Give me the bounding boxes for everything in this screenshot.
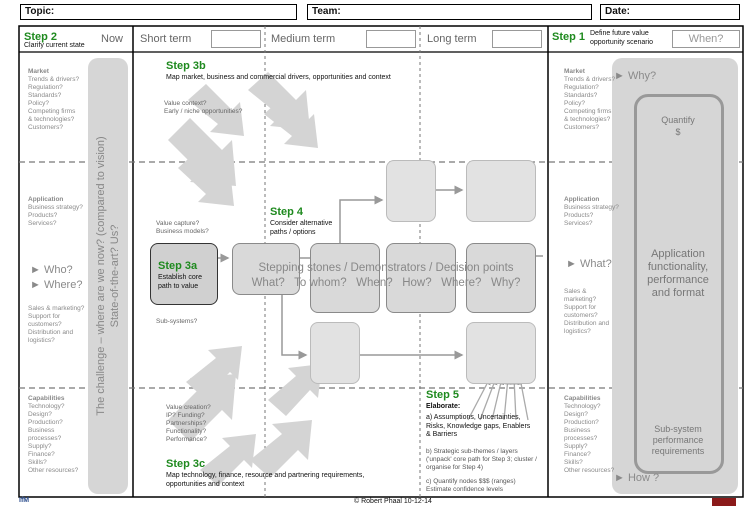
node-medium-2[interactable] [310, 243, 380, 313]
right-how: ► How ? [614, 472, 660, 484]
right-market-body: Trends & drivers? Regulation? Standards?… [564, 76, 616, 131]
step2-title: Step 2 [24, 31, 58, 43]
node-bottom-1[interactable] [310, 322, 360, 384]
step3c-title: Step 3c [166, 458, 206, 470]
short-term-box[interactable] [211, 30, 261, 48]
date-label: Date: [605, 6, 631, 17]
value-capture: Value capture? Business models? [156, 220, 209, 235]
node-bottom-2[interactable] [466, 322, 536, 384]
left-application-title: Application [28, 196, 64, 203]
right-why: ► Why? [614, 70, 657, 82]
step3b-desc: Map market, business and commercial driv… [166, 74, 391, 81]
col-medium-term: Medium term [271, 33, 336, 45]
application-functionality-text: Application functionality, performance a… [647, 248, 709, 299]
right-inner-frame [634, 94, 724, 474]
stepping-stones-text: Stepping stones / Demonstrators / Decisi… [258, 262, 514, 274]
step5-desc: Elaborate: [426, 403, 461, 410]
core-path-node[interactable] [150, 243, 218, 305]
value-context: Value context? Early / niche opportuniti… [164, 100, 243, 115]
step2-desc: Clarify current state [24, 42, 85, 49]
footer-author: © Robert Phaal 10-12-14 [354, 498, 432, 505]
step1-title: Step 1 [552, 31, 586, 43]
step5-c: c) Quantify nodes $$$ (ranges) Estimate … [426, 478, 516, 493]
left-where: ► Where? [30, 279, 83, 291]
long-term-box[interactable] [492, 30, 542, 48]
step5-title: Step 5 [426, 389, 460, 401]
left-market-body: Trends & drivers? Regulation? Standards?… [28, 76, 80, 131]
challenge-text: The challenge – where are we now? (compa… [95, 136, 121, 416]
node-long-1[interactable] [386, 243, 456, 313]
left-who: ► Who? [30, 264, 73, 276]
right-capabilities-title: Capabilities [564, 395, 601, 402]
step4-title: Step 4 [270, 206, 304, 218]
step2-label: Step 2 [24, 27, 57, 45]
when-box[interactable]: When? [672, 30, 740, 48]
right-market-title: Market [564, 68, 585, 75]
step1-label: Step 1 [552, 27, 585, 45]
col-short-term: Short term [140, 33, 192, 45]
topic-label: Topic: [25, 6, 55, 17]
team-field[interactable]: Team: [307, 4, 592, 20]
step3b-title: Step 3b [166, 60, 206, 72]
left-market-title: Market [28, 68, 49, 75]
step3a-desc: Establish core path to value [158, 274, 202, 290]
col-now: Now [101, 33, 124, 45]
value-creation-text: Value creation? IP? Funding? Partnership… [166, 404, 211, 443]
left-sales: Sales & marketing? Support for customers… [28, 305, 85, 344]
medium-term-box[interactable] [366, 30, 416, 48]
right-panel [612, 58, 738, 494]
subsystem-requirements-text: Sub-system performance requirements [651, 424, 705, 456]
node-top-1[interactable] [386, 160, 436, 222]
right-sales: Sales & marketing? Support for customers… [564, 288, 610, 335]
step5-b: b) Strategic sub-themes / layers ('unpac… [426, 448, 537, 471]
challenge-panel [88, 58, 128, 494]
step3a-title: Step 3a [158, 260, 198, 272]
quantify-text: Quantify $ [661, 115, 695, 137]
right-application-body: Business strategy? Products? Services? [564, 204, 619, 227]
right-capabilities-body: Technology? Design? Production? Business… [564, 403, 615, 474]
cambridge-crest-icon [712, 498, 736, 506]
step5-a: a) Assumptions, Uncertainties, Risks, Kn… [426, 414, 531, 438]
node-top-2[interactable] [466, 160, 536, 222]
topic-field[interactable]: Topic: [20, 4, 297, 20]
left-capabilities-body: Technology? Design? Production? Business… [28, 403, 79, 474]
left-capabilities-title: Capabilities [28, 395, 65, 402]
ifm-logo-text: IfM [19, 497, 30, 504]
right-what: ► What? [566, 258, 612, 270]
col-long-term: Long term [427, 33, 477, 45]
step3c-desc: Map technology, finance, resource and pa… [166, 472, 365, 488]
right-application-title: Application [564, 196, 600, 203]
when-label: When? [688, 33, 724, 45]
date-field[interactable]: Date: [600, 4, 740, 20]
team-label: Team: [312, 6, 341, 17]
node-medium-1[interactable] [232, 243, 300, 295]
ifm-logo: IfM [19, 497, 29, 504]
step1-desc: Define future value opportunity scenario [590, 30, 654, 46]
left-application-body: Business strategy? Products? Services? [28, 204, 83, 227]
questions-text: What? To whom? When? How? Where? Why? [251, 277, 521, 289]
step4-desc: Consider alternative paths / options [270, 220, 333, 236]
subsystems-text: Sub-systems? [156, 318, 198, 325]
node-long-2[interactable] [466, 243, 536, 313]
